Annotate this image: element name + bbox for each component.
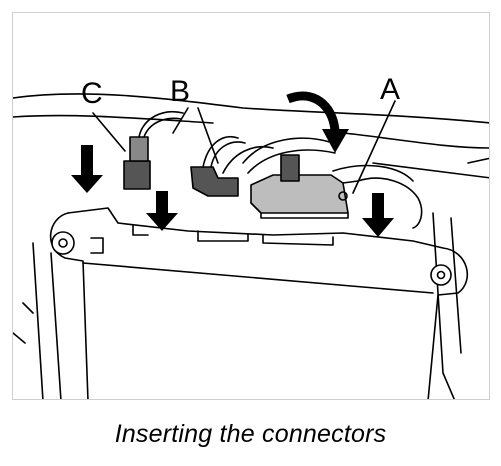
- left-bracket: [32, 242, 62, 399]
- connector-c-cable: [138, 111, 184, 138]
- connector-illustration: C B A: [13, 73, 489, 399]
- arrow-down-icon: [146, 191, 178, 231]
- right-side-rail: [467, 157, 489, 164]
- arrow-down-icon: [71, 145, 103, 193]
- housing-slot: [132, 224, 149, 236]
- right-side-rail: [450, 217, 462, 354]
- connector-b-cable: [202, 136, 239, 168]
- unit-housing-left: [49, 212, 89, 399]
- connector-a-cable: [332, 164, 414, 182]
- leader-line-b: [172, 107, 189, 134]
- housing-slot: [262, 234, 334, 246]
- unit-housing-top: [67, 207, 469, 399]
- connector-a-cable: [342, 177, 423, 229]
- callout-a: A: [380, 73, 400, 106]
- background-contour: [342, 132, 489, 149]
- mounting-hole-left: [58, 238, 68, 248]
- connector-a-cable: [247, 149, 336, 174]
- connector-c: [123, 160, 151, 190]
- housing-clip: [90, 237, 104, 254]
- connector-b-cable: [222, 146, 274, 174]
- unit-housing-edge: [82, 262, 434, 294]
- connector-a-base: [250, 202, 349, 219]
- background-contour: [13, 93, 489, 124]
- illustration-frame: C B A: [12, 12, 490, 400]
- callout-c: C: [81, 77, 103, 110]
- leader-line-a: [352, 100, 396, 194]
- connector-a-latch: [280, 154, 300, 182]
- leader-line-c: [92, 112, 126, 152]
- connector-a-cable: [242, 137, 334, 164]
- mounting-hole-right: [436, 270, 446, 280]
- rotate-arrow-icon: [286, 91, 349, 153]
- background-contour: [13, 114, 214, 124]
- connector-a-pin: [338, 191, 348, 201]
- connector-b: [190, 166, 239, 197]
- connector-c-boot: [129, 136, 149, 162]
- connector-c-cable: [143, 117, 182, 138]
- background-contour: [372, 162, 489, 179]
- arrow-down-icon: [362, 193, 394, 237]
- leader-line-b: [197, 107, 219, 164]
- callout-b: B: [170, 75, 190, 108]
- figure-caption: Inserting the connectors: [114, 420, 387, 448]
- left-bracket-detail: [13, 302, 34, 344]
- housing-slot: [197, 230, 249, 242]
- insertion-arrows: [71, 145, 394, 237]
- connector-b-cable: [210, 141, 246, 168]
